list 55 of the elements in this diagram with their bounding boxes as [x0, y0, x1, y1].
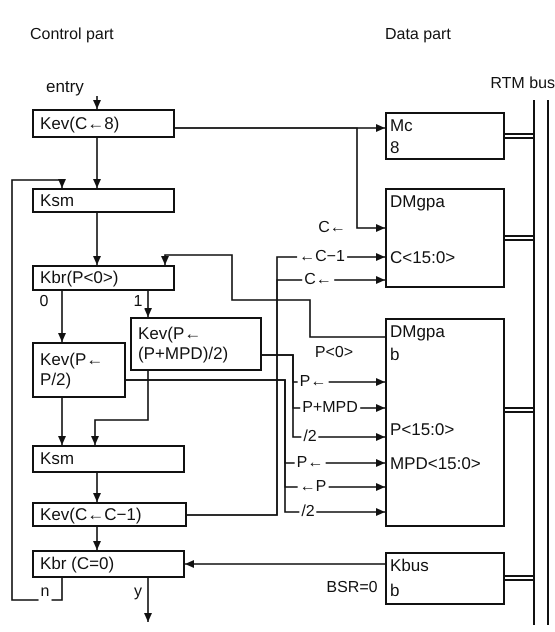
arrow	[93, 138, 101, 188]
register-label: Mc	[390, 116, 413, 136]
arrow	[185, 560, 385, 568]
entry-label: entry	[46, 77, 84, 97]
process-box	[32, 342, 126, 398]
box-label: Kbr (C=0)	[40, 554, 114, 574]
process-box	[32, 445, 185, 473]
bus-label: RTM bus	[490, 74, 555, 94]
register-label: Kbus	[390, 556, 429, 576]
box-label: Kev(P← (P+MPD)/2)	[138, 324, 230, 364]
process-box	[130, 317, 262, 371]
arrow	[262, 354, 385, 441]
box-label: Kev(C←C−1)	[40, 504, 142, 524]
register-label: DMgpa	[390, 192, 445, 212]
bus-connector	[505, 407, 533, 413]
register-label: MPD<15:0>	[390, 454, 481, 474]
register-label: C<15:0>	[390, 248, 456, 268]
arrow	[11, 179, 66, 601]
arrow	[175, 127, 385, 232]
arrow	[58, 291, 66, 342]
register-label: 8	[390, 138, 400, 158]
arrow	[161, 254, 385, 338]
process-box	[32, 265, 175, 291]
bus-connector	[505, 235, 533, 241]
process-box	[32, 502, 187, 527]
register-box	[385, 552, 505, 605]
box-label: Kev(C←8)	[40, 114, 120, 134]
arrow	[144, 578, 152, 622]
bus-connector	[505, 575, 533, 581]
process-box	[32, 109, 175, 138]
arrow	[93, 213, 101, 265]
register-box	[385, 188, 505, 288]
arrow	[126, 379, 385, 516]
arrow	[58, 398, 66, 445]
bus-connector	[505, 133, 533, 139]
arrow	[144, 291, 152, 317]
arrow	[93, 96, 101, 109]
arrow	[93, 527, 101, 550]
section-heading: Data part	[385, 26, 451, 44]
register-box	[385, 318, 505, 527]
register-label: b	[390, 345, 400, 365]
process-box	[32, 188, 175, 213]
arrow	[91, 371, 149, 445]
edge-label: 1	[132, 293, 144, 311]
register-box	[385, 112, 505, 160]
section-heading: Control part	[30, 26, 114, 44]
box-label: Ksm	[40, 190, 74, 210]
box-label: Kbr(P<0>)	[40, 268, 118, 288]
register-label: P<15:0>	[390, 420, 454, 440]
process-box	[32, 550, 185, 578]
register-label: DMgpa	[390, 322, 445, 342]
register-label: b	[390, 581, 400, 601]
box-label: Kev(P← P/2)	[40, 350, 104, 390]
arrow	[93, 473, 101, 502]
box-label: Ksm	[40, 449, 74, 469]
